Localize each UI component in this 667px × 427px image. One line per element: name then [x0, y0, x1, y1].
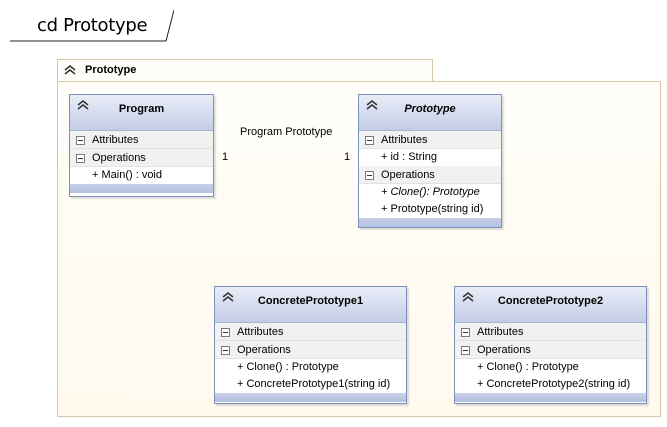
class-name: ConcretePrototype1 — [257, 295, 364, 307]
double-chevron-up-icon[interactable] — [462, 292, 474, 302]
class-footer — [455, 393, 646, 402]
attributes-label: Attributes — [237, 326, 284, 338]
attributes-section-header[interactable]: Attributes — [455, 323, 646, 341]
association-label: Program Prototype — [240, 126, 333, 138]
attributes-section-header[interactable]: Attributes — [359, 131, 501, 149]
operation-item[interactable]: + Clone() : Prototype — [215, 359, 406, 376]
class-program[interactable]: Program Attributes Operations + Main() :… — [69, 94, 214, 197]
class-footer — [359, 218, 501, 227]
attributes-label: Attributes — [381, 134, 428, 146]
operations-section-header[interactable]: Operations — [359, 166, 501, 184]
operation-item[interactable]: + Main() : void — [70, 167, 213, 184]
class-header[interactable]: Prototype — [359, 95, 501, 131]
association-multiplicity-left: 1 — [222, 151, 229, 163]
class-header[interactable]: Program — [70, 95, 213, 131]
attributes-section-header[interactable]: Attributes — [215, 323, 406, 341]
operation-item[interactable]: + ConcretePrototype1(string id) — [215, 376, 406, 393]
double-chevron-up-icon[interactable] — [222, 292, 234, 302]
attribute-item[interactable]: + id : String — [359, 149, 501, 166]
operations-label: Operations — [477, 344, 531, 356]
class-header[interactable]: ConcretePrototype2 — [455, 287, 646, 323]
minus-box-icon[interactable] — [221, 328, 230, 337]
minus-box-icon[interactable] — [461, 328, 470, 337]
minus-box-icon[interactable] — [365, 136, 374, 145]
class-concrete-prototype-2[interactable]: ConcretePrototype2 Attributes Operations… — [454, 286, 647, 404]
double-chevron-up-icon[interactable] — [366, 100, 378, 110]
association-multiplicity-right: 1 — [344, 151, 351, 163]
diagram-tab-outline — [10, 10, 174, 42]
attributes-label: Attributes — [92, 134, 139, 146]
class-header[interactable]: ConcretePrototype1 — [215, 287, 406, 323]
double-chevron-up-icon[interactable] — [64, 65, 76, 75]
operation-item[interactable]: + Clone(): Prototype — [359, 184, 501, 201]
operations-label: Operations — [92, 152, 146, 164]
class-prototype[interactable]: Prototype Attributes + id : String Opera… — [358, 94, 502, 228]
minus-box-icon[interactable] — [221, 346, 230, 355]
class-name: Prototype — [404, 103, 456, 115]
operations-section-header[interactable]: Operations — [70, 149, 213, 167]
operations-label: Operations — [237, 344, 291, 356]
minus-box-icon[interactable] — [76, 136, 85, 145]
minus-box-icon[interactable] — [461, 346, 470, 355]
package-title: Prototype — [85, 64, 137, 76]
minus-box-icon[interactable] — [76, 154, 85, 163]
operation-item[interactable]: + ConcretePrototype2(string id) — [455, 376, 646, 393]
class-name: Program — [118, 103, 165, 115]
minus-box-icon[interactable] — [365, 171, 374, 180]
package-tab[interactable]: Prototype — [57, 59, 433, 81]
class-footer — [215, 393, 406, 402]
operations-section-header[interactable]: Operations — [455, 341, 646, 359]
double-chevron-up-icon[interactable] — [77, 100, 89, 110]
diagram-frame-tab: cd Prototype — [10, 10, 174, 42]
operation-item[interactable]: + Prototype(string id) — [359, 201, 501, 218]
diagram-title: cd Prototype — [37, 15, 148, 36]
operation-item[interactable]: + Clone() : Prototype — [455, 359, 646, 376]
attributes-section-header[interactable]: Attributes — [70, 131, 213, 149]
class-name: ConcretePrototype2 — [497, 295, 604, 307]
class-concrete-prototype-1[interactable]: ConcretePrototype1 Attributes Operations… — [214, 286, 407, 404]
attributes-label: Attributes — [477, 326, 524, 338]
operations-section-header[interactable]: Operations — [215, 341, 406, 359]
class-footer — [70, 184, 213, 193]
operations-label: Operations — [381, 169, 435, 181]
